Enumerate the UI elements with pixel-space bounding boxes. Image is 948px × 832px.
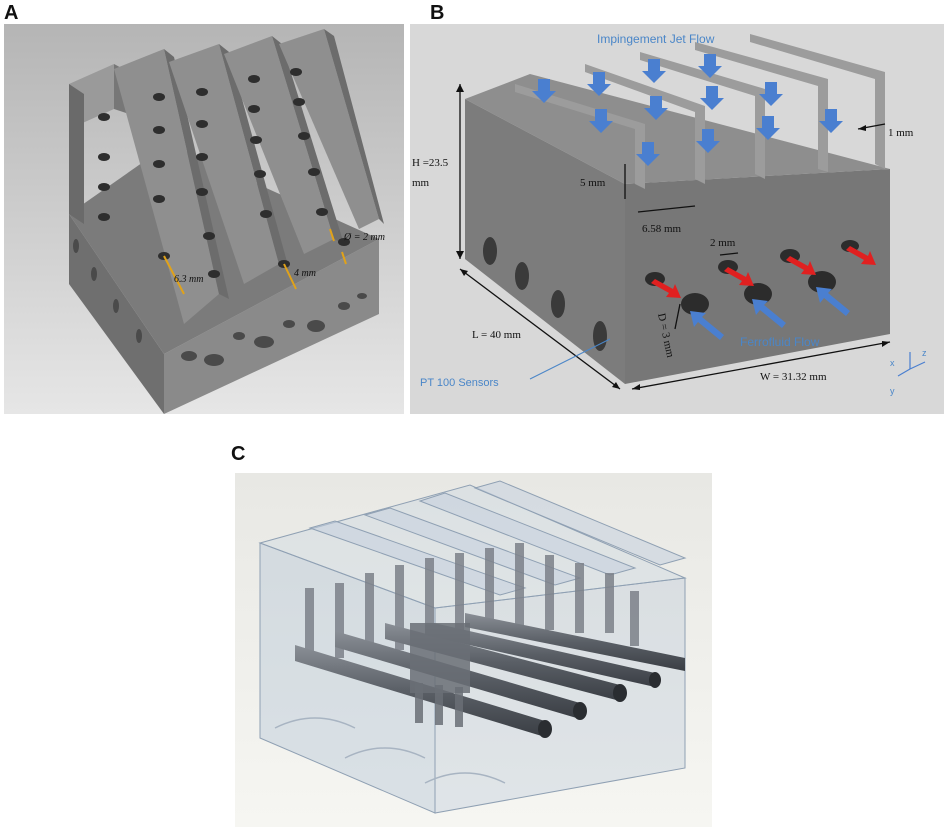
block-front-face bbox=[164, 239, 379, 414]
width-label: W = 31.32 mm bbox=[760, 371, 827, 383]
hole-gap-label: 2 mm bbox=[710, 237, 736, 249]
height-label-line2: mm bbox=[412, 177, 430, 189]
jet-arrows bbox=[532, 54, 843, 166]
outlet-arrows bbox=[651, 246, 876, 298]
gap-label: 4 mm bbox=[294, 268, 316, 279]
panel-c-letter: C bbox=[231, 443, 246, 465]
jet-flow-label: Impingement Jet Flow bbox=[597, 32, 715, 46]
bottom-channels bbox=[274, 717, 506, 784]
fin-height-label: 5 mm bbox=[580, 177, 606, 189]
dimension-arrows bbox=[163, 228, 347, 295]
side-holes bbox=[73, 239, 367, 366]
axis-y-label: y bbox=[890, 386, 895, 396]
panel-a-letter: A bbox=[4, 2, 19, 24]
sensor-pointer bbox=[529, 338, 611, 380]
length-label: L = 40 mm bbox=[472, 329, 521, 341]
fin-thickness-label: 1 mm bbox=[888, 127, 914, 139]
axis-triad bbox=[897, 352, 926, 377]
inlet-arrows bbox=[690, 287, 850, 340]
panel-a-heatsink: 6.3 mm 4 mm Ø = 2 mm bbox=[4, 24, 404, 414]
panel-b-letter: B bbox=[430, 2, 445, 24]
pipe-ends bbox=[538, 672, 661, 738]
dimension-arrowheads bbox=[456, 84, 890, 390]
block-top-face bbox=[69, 144, 379, 354]
manifold bbox=[410, 623, 470, 727]
sensors-label: PT 100 Sensors bbox=[420, 377, 499, 389]
height-label-line1: H =23.5 bbox=[412, 157, 449, 169]
side-holes bbox=[483, 237, 607, 351]
block-left-face bbox=[69, 214, 164, 414]
diameter-label: Ø = 2 mm bbox=[343, 232, 385, 243]
axis-z-label: z bbox=[922, 348, 927, 358]
jet-nozzles bbox=[305, 543, 639, 658]
pitch-label: 6.3 mm bbox=[174, 274, 203, 285]
glass-fins bbox=[308, 480, 687, 596]
top-holes bbox=[98, 68, 350, 278]
block-front-face bbox=[625, 169, 890, 384]
dimension-lines bbox=[459, 84, 891, 390]
panel-c-transparent-assembly bbox=[235, 473, 712, 827]
channel-width-label: 6.58 mm bbox=[642, 223, 682, 235]
axis-x-label: x bbox=[890, 358, 895, 368]
panel-b-heatsink-dimensioned: Impingement Jet Flow 1 mm H =23.5 mm 5 m… bbox=[410, 24, 944, 414]
block-left-face bbox=[465, 99, 625, 384]
ferrofluid-flow-label: Ferrofluid Flow bbox=[740, 335, 820, 349]
